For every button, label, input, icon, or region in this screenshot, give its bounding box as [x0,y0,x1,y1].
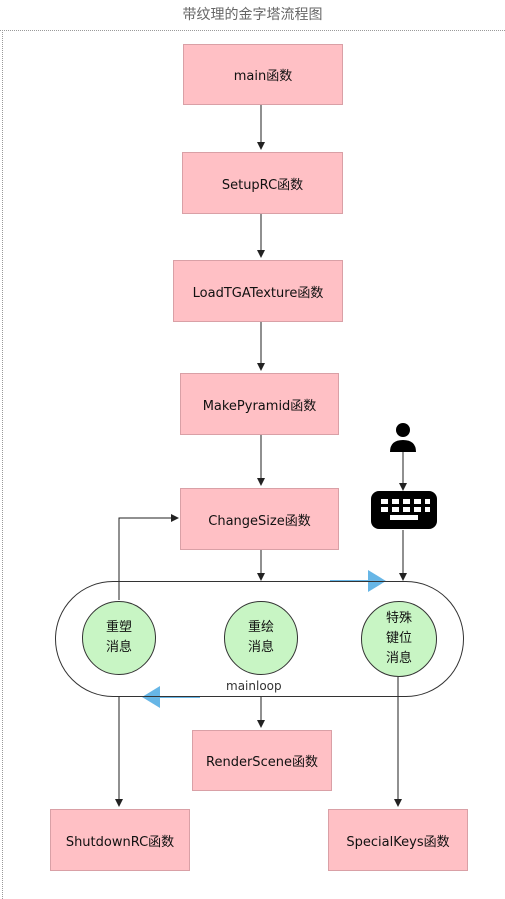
arrow-reshape-to-changesize [118,514,179,600]
person-icon [390,423,416,452]
reshape-message-node: 重塑 消息 [82,601,156,675]
mainloop-label: mainloop [224,679,284,693]
redraw-message-node: 重绘 消息 [224,601,298,675]
reshape-message-line1: 重塑 [105,620,132,635]
reshape-message-line2: 消息 [105,640,132,655]
top-divider [0,30,505,31]
loop-direction-arrow-left [142,686,160,708]
loadtgatexture-function-box: LoadTGATexture函数 [173,260,343,322]
left-divider [2,30,3,899]
changesize-function-box: ChangeSize函数 [180,488,339,550]
diagram-title: 带纹理的金字塔流程图 [182,7,323,23]
special-key-message-line1: 特殊 [385,611,412,626]
keyboard-icon [371,491,437,529]
special-key-message-node: 特殊 键位 消息 [361,601,437,677]
redraw-message-line1: 重绘 [247,620,274,635]
setuprc-function-box: SetupRC函数 [182,152,343,214]
special-key-message-line3: 消息 [385,651,412,666]
main-function-box: main函数 [183,44,343,105]
makepyramid-function-box: MakePyramid函数 [180,373,339,435]
redraw-message-line2: 消息 [247,640,274,655]
special-key-message-line2: 键位 [385,631,412,646]
specialkeys-function-box: SpecialKeys函数 [328,809,468,871]
mainloop-cycle [55,581,464,697]
renderscene-function-box: RenderScene函数 [192,730,332,791]
shutdownrc-function-box: ShutdownRC函数 [50,809,190,871]
